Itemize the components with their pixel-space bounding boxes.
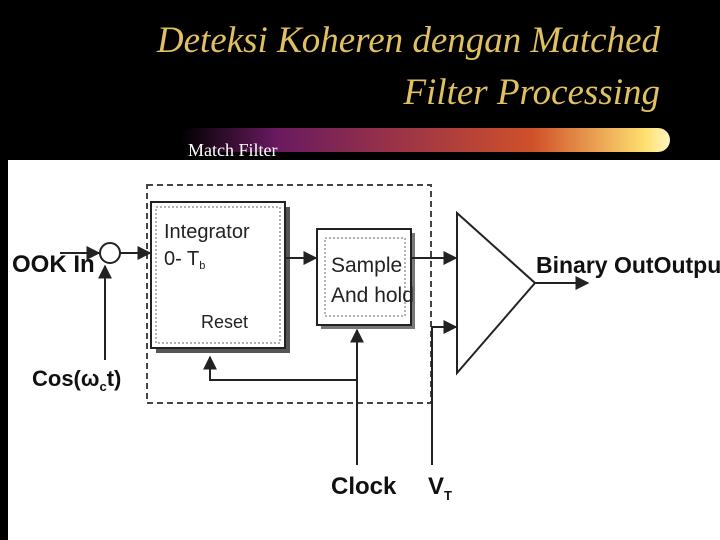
slide-title-line-2: Filter Processing	[403, 72, 660, 113]
reset-feedback-line	[203, 355, 357, 381]
hold-label: And hold	[331, 284, 414, 307]
threshold-label: VT	[428, 473, 452, 503]
diagram-panel	[8, 160, 720, 540]
clock-label: Clock	[331, 473, 397, 500]
carrier-label: Cos(ωct)	[32, 366, 121, 394]
multiplier-circle	[99, 242, 121, 264]
integrator-range-label: 0- Tb	[164, 248, 205, 272]
input-label: OOK In	[12, 251, 95, 278]
integrator-inner	[155, 206, 281, 344]
sample-hold-box	[316, 228, 412, 326]
matched-filter-boundary	[146, 184, 432, 404]
slide-subtitle: Match Filter	[188, 140, 278, 160]
comparator-triangle	[456, 210, 537, 376]
slide-title-line-1: Deteksi Koheren dengan Matched	[156, 20, 660, 61]
sample-label: Sample	[331, 254, 402, 277]
integrator-label: Integrator	[164, 221, 250, 243]
accent-bar	[180, 128, 670, 152]
sample-hold-inner	[324, 237, 406, 317]
threshold-line	[431, 320, 458, 465]
reset-label: Reset	[201, 312, 248, 332]
integrator-box	[150, 201, 286, 349]
output-label: Binary OutOutput	[536, 252, 720, 278]
